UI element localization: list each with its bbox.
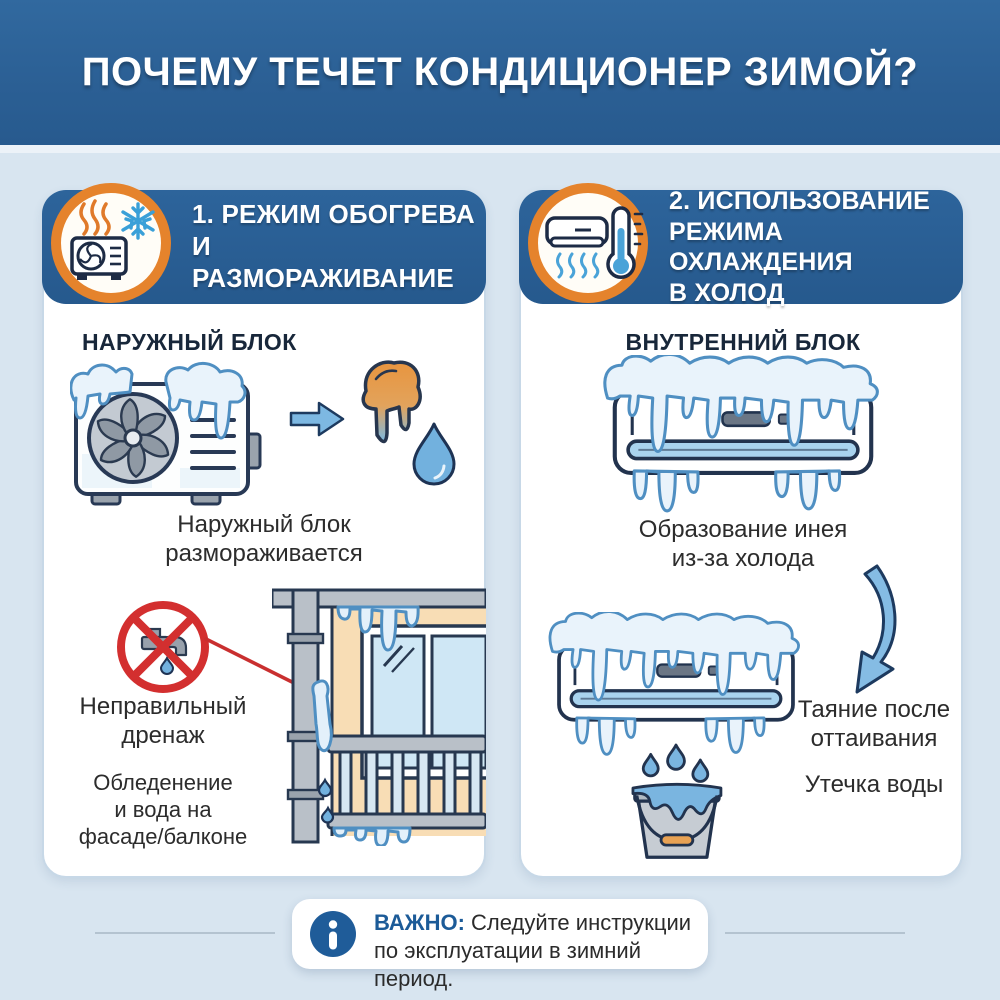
annotation-line	[202, 635, 312, 700]
indoor-unit-thermometer-icon	[527, 182, 649, 304]
footer-important-label: ВАЖНО:	[374, 910, 465, 935]
page-header: ПОЧЕМУ ТЕЧЕТ КОНДИЦИОНЕР ЗИМОЙ?	[0, 0, 1000, 145]
indoor-unit-dripping-bucket-illustration	[545, 609, 807, 868]
no-drainage-icon	[110, 594, 216, 705]
caption-frost-formation: Образование инея из-за холода	[638, 516, 848, 573]
footer-text: ВАЖНО: Следуйте инструкции по эксплуатац…	[374, 910, 692, 992]
card2-header-text: 2. ИСПОЛЬЗОВАНИЕ РЕЖИМА ОХЛАЖДЕНИЯ В ХОЛ…	[669, 187, 931, 307]
header-divider	[0, 145, 1000, 153]
outdoor-unit-iced-illustration	[69, 358, 265, 515]
info-icon	[310, 911, 356, 957]
outdoor-unit-label: НАРУЖНЫЙ БЛОК	[82, 329, 297, 355]
card-heating-mode: 1. РЕЖИМ ОБОГРЕВА И РАЗМОРАЖИВАНИЕ	[42, 183, 490, 878]
footer-note: ВАЖНО: Следуйте инструкции по эксплуатац…	[292, 899, 708, 991]
curved-down-arrow-icon	[821, 562, 901, 702]
footer-divider-right	[725, 932, 905, 934]
footer-divider-left	[95, 932, 275, 934]
indoor-unit-label: ВНУТРЕННИЙ БЛОК	[625, 329, 861, 355]
outdoor-unit-heat-snowflake-icon	[50, 182, 172, 304]
indoor-unit-frosted-illustration	[599, 355, 887, 519]
caption-outdoor-defrost: Наружный блок размораживается	[165, 511, 363, 568]
caption-facade-icing: Обледенение и вода на фасаде/балконе	[78, 770, 248, 849]
caption-wrong-drainage: Неправильный дренаж	[79, 693, 247, 750]
balcony-illustration	[270, 584, 490, 851]
page-title: ПОЧЕМУ ТЕЧЕТ КОНДИЦИОНЕР ЗИМОЙ?	[81, 50, 919, 94]
right-arrow-icon	[289, 399, 345, 444]
caption-water-leak: Утечка воды	[804, 771, 944, 798]
card-cooling-mode: 2. ИСПОЛЬЗОВАНИЕ РЕЖИМА ОХЛАЖДЕНИЯ В ХОЛ…	[519, 183, 963, 878]
card1-header-text: 1. РЕЖИМ ОБОГРЕВА И РАЗМОРАЖИВАНИЕ	[192, 199, 475, 293]
water-drop-icon	[410, 420, 458, 491]
caption-melting-after-thaw: Таяние после оттаивания	[797, 696, 951, 753]
melting-ice-icon	[352, 357, 430, 460]
